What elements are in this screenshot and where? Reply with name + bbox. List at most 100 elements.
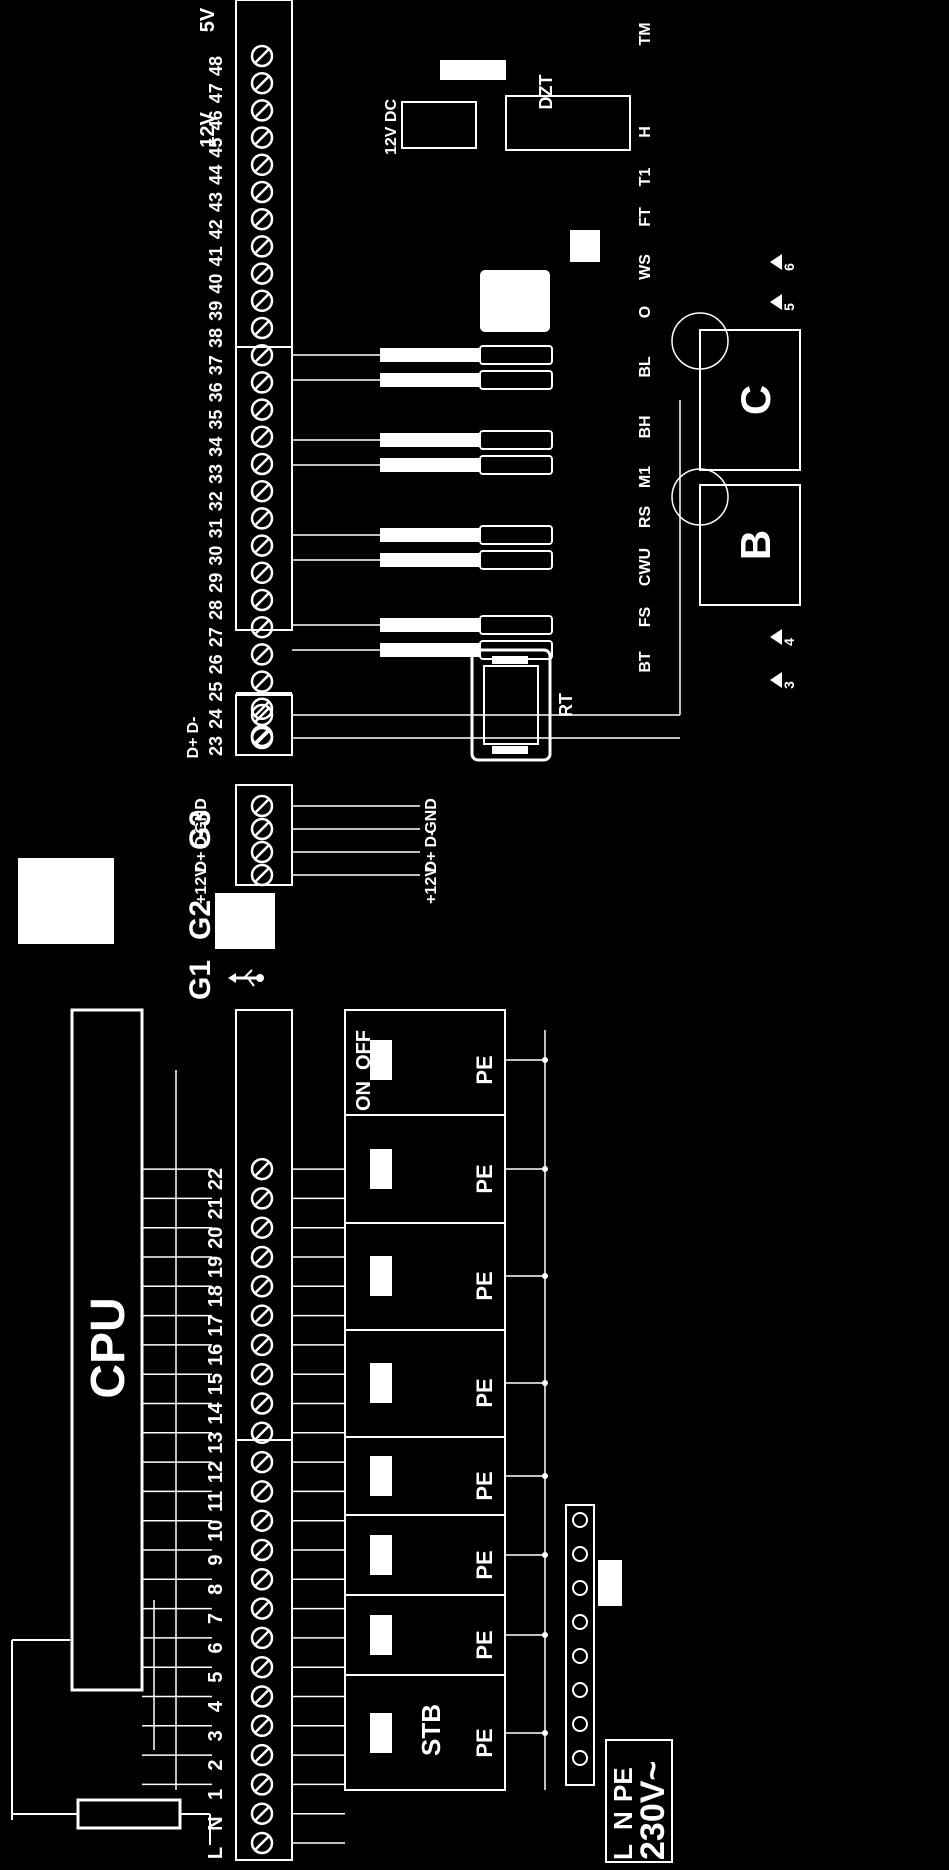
g3-pin-screw	[250, 817, 274, 841]
terminal-18-label: 18	[205, 1285, 227, 1307]
bus-terminal-block: D+D-	[185, 400, 681, 759]
terminal-27-screw	[250, 615, 274, 639]
sensor-label-ft: FT	[637, 207, 654, 227]
output-relay	[370, 1256, 392, 1296]
terminal-23-label: 23	[206, 736, 226, 756]
power-supply: L N PE 230V~	[605, 1739, 673, 1863]
terminal-27-label: 27	[206, 627, 226, 647]
g2-label: G2	[184, 900, 217, 940]
sensor-probe	[380, 458, 480, 472]
sensor-label-ws: WS	[637, 254, 654, 280]
terminal-26-label: 26	[206, 654, 226, 674]
sensor-probe	[380, 348, 480, 362]
terminal-48-label: 48	[206, 56, 226, 76]
output-relay	[370, 1040, 392, 1080]
g3-pin-label: D+	[193, 852, 210, 873]
g1-label: G1	[184, 960, 217, 1000]
terminal-33-screw	[250, 452, 274, 476]
terminal-41-label: 41	[206, 246, 226, 266]
sensor-probe	[380, 643, 480, 657]
bus-pin-label: D+	[185, 738, 202, 759]
terminal-45-label: 45	[206, 138, 226, 158]
terminal-19-screw	[250, 1245, 274, 1269]
output-relay	[370, 1363, 392, 1403]
terminal-3-label: 3	[205, 1730, 227, 1741]
terminal-20-screw	[250, 1216, 274, 1239]
valve-label-3: 3	[781, 681, 797, 689]
terminal-22-label: 22	[205, 1168, 227, 1190]
relay-12v	[401, 101, 477, 149]
sensor-label-rs: RS	[637, 506, 654, 529]
terminal-9-label: 9	[205, 1554, 227, 1565]
g3-pin-screw	[250, 794, 274, 818]
terminal-44-screw	[250, 153, 274, 177]
terminal-43-label: 43	[206, 192, 226, 212]
terminal-14-screw	[250, 1392, 274, 1415]
terminal-29-screw	[250, 561, 274, 585]
terminal-26-screw	[250, 643, 274, 666]
sensor-label-t1: T1	[637, 168, 654, 187]
dzt-label: DZT	[536, 75, 556, 110]
module-c-label: C	[732, 385, 779, 415]
terminal-28-screw	[250, 588, 274, 612]
terminal-46-label: 46	[206, 110, 226, 130]
terminal-37-label: 37	[206, 355, 226, 375]
g3-pin-label: GND	[193, 798, 210, 834]
terminal-45-screw	[250, 126, 274, 149]
terminal-38-label: 38	[206, 328, 226, 348]
sensor-probe	[380, 553, 480, 567]
terminal-25-label: 25	[206, 682, 226, 702]
output-relay	[370, 1456, 392, 1496]
terminal-7-screw	[250, 1597, 274, 1620]
terminal-40-label: 40	[206, 274, 226, 294]
terminal-7-label: 7	[205, 1613, 227, 1624]
terminal-6-label: 6	[205, 1642, 227, 1653]
sensor-probe	[380, 528, 480, 542]
cpu-signal-lines	[142, 1070, 212, 1790]
earth-terminal-bar	[565, 1504, 622, 1786]
g2-port	[18, 858, 114, 944]
g3-pin-label: +12V	[193, 866, 210, 904]
terminal-21-screw	[250, 1187, 274, 1210]
valve-icon	[770, 254, 782, 270]
terminal-42-screw	[250, 207, 274, 231]
rt-panel: RT	[470, 648, 576, 762]
output-pe-label: PE	[472, 1630, 497, 1659]
sensor-label-bh: BH	[637, 415, 654, 438]
terminal-5-label: 5	[205, 1672, 227, 1683]
valve-icon	[770, 294, 782, 310]
terminal-6-screw	[250, 1626, 274, 1650]
terminal-39-screw	[250, 289, 274, 313]
bus-pin-screw	[250, 703, 274, 727]
terminal-1-screw	[250, 1773, 274, 1796]
output-pe-label: PE	[472, 1728, 497, 1757]
terminal-33-label: 33	[206, 464, 226, 484]
terminal-11-label: 11	[205, 1491, 227, 1512]
output-relay	[370, 1713, 392, 1753]
terminal-34-label: 34	[206, 437, 226, 457]
terminal-5-screw	[250, 1655, 274, 1679]
g3-label: G3	[184, 810, 217, 850]
terminal-15-screw	[250, 1362, 274, 1386]
g3-pin-screw	[250, 840, 274, 864]
valve-icon	[770, 629, 782, 645]
terminal-13-label: 13	[205, 1432, 227, 1454]
g2-slot	[215, 893, 275, 949]
g3-pin-label: D-	[193, 831, 210, 848]
terminal-35-screw	[250, 398, 274, 421]
terminal-31-screw	[250, 507, 274, 530]
terminal-3-screw	[250, 1714, 274, 1738]
sensor-label-tm: TM	[637, 22, 654, 45]
output-pe-label: PE	[472, 1471, 497, 1500]
valve-label-4: 4	[781, 638, 797, 646]
cpu-label: CPU	[82, 1297, 135, 1398]
terminal-9-screw	[250, 1538, 274, 1562]
sensor-label-o: O	[637, 306, 654, 318]
output-relay	[370, 1615, 392, 1655]
